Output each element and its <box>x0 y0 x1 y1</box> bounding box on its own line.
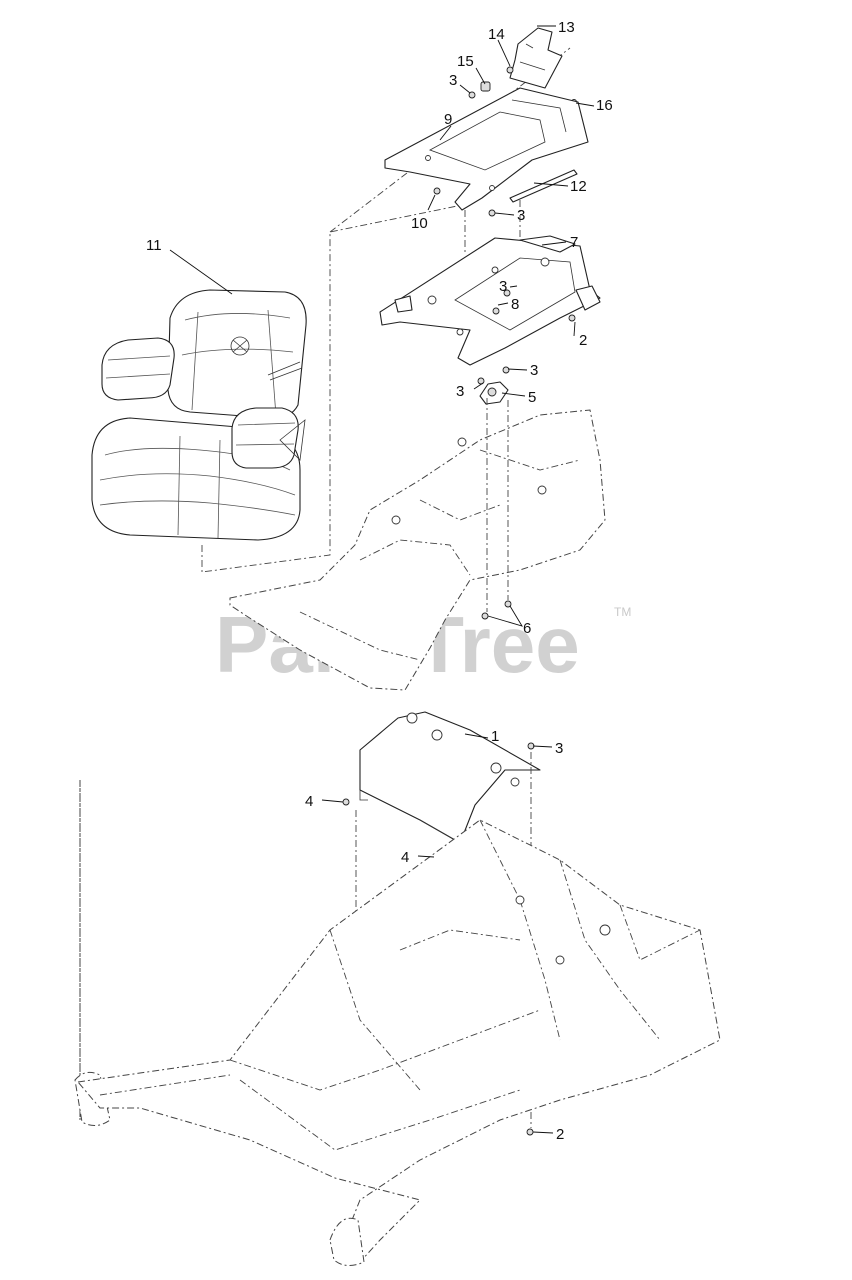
isolator-part-5 <box>477 366 510 405</box>
callout-7: 7 <box>570 234 578 251</box>
callout-5: 5 <box>528 389 536 406</box>
plate-alignment <box>464 200 521 252</box>
bolt-part-4-left <box>342 798 350 806</box>
leader-lines <box>169 25 595 1134</box>
callout-11: 11 <box>146 237 162 254</box>
callout-1: 1 <box>491 728 499 745</box>
callout-14: 14 <box>488 26 505 43</box>
callout-3: 3 <box>530 362 538 379</box>
callout-2: 2 <box>579 332 587 349</box>
upper-frame <box>229 409 606 691</box>
callout-4: 4 <box>401 849 409 866</box>
lower-chassis <box>74 780 721 1266</box>
seat-assembly <box>91 289 307 541</box>
callout-2: 2 <box>556 1126 564 1143</box>
callout-15: 15 <box>457 53 474 70</box>
callout-3: 3 <box>517 207 525 224</box>
callout-labels: 13 14 15 3 16 9 12 10 3 11 7 3 8 2 3 3 5… <box>146 19 613 1143</box>
callout-3: 3 <box>449 72 457 89</box>
callout-3: 3 <box>555 740 563 757</box>
callout-3: 3 <box>499 278 507 295</box>
callout-4: 4 <box>305 793 313 810</box>
panel-part-1 <box>359 711 541 841</box>
callout-9: 9 <box>444 111 452 128</box>
callout-13: 13 <box>558 19 575 36</box>
callout-3: 3 <box>456 383 464 400</box>
bolt-part-10 <box>433 187 441 195</box>
seat-plate-part-9 <box>384 87 589 211</box>
callout-10: 10 <box>411 215 428 232</box>
callout-8: 8 <box>511 296 519 313</box>
rod-part-12 <box>509 169 578 203</box>
callout-12: 12 <box>570 178 587 195</box>
bracket-part-13 <box>509 27 563 89</box>
callout-6: 6 <box>523 620 531 637</box>
callout-16: 16 <box>596 97 613 114</box>
suspension-plate-part-7 <box>379 235 601 366</box>
nut-3-top <box>488 209 496 217</box>
watermark-trademark: TM <box>614 605 631 619</box>
